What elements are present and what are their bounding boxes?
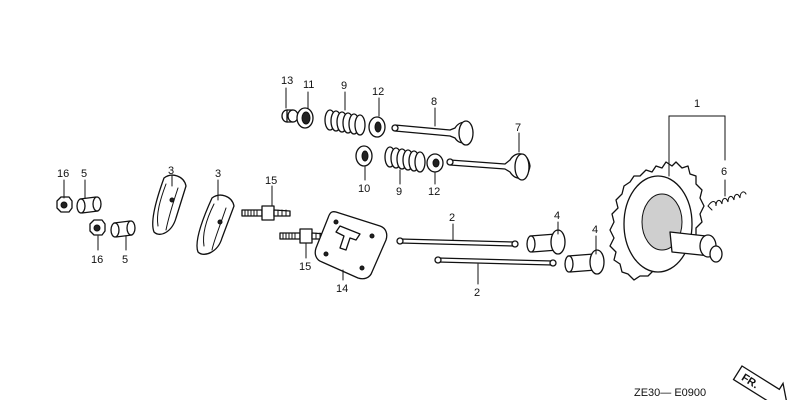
label-2-lower: 2	[474, 287, 480, 299]
label-14: 14	[336, 283, 348, 295]
label-15-upper: 15	[265, 175, 277, 187]
label-16-lower: 16	[91, 254, 103, 266]
diagram-code: ZE30— E0900	[634, 387, 706, 399]
fr-arrow-icon: FR.	[732, 365, 788, 400]
part-9-valve-spring-upper	[324, 109, 366, 136]
label-4-lower: 4	[592, 224, 598, 236]
label-3-left: 3	[168, 165, 174, 177]
label-10: 10	[358, 183, 370, 195]
label-8: 8	[431, 96, 437, 108]
part-6-spring	[707, 191, 747, 211]
part-16-nut-lower	[89, 219, 106, 236]
label-9-lower: 9	[396, 186, 402, 198]
label-12-lower: 12	[428, 186, 440, 198]
label-3-right: 3	[215, 168, 221, 180]
part-14-guide-plate	[314, 211, 388, 280]
part-2-push-rod-upper	[396, 237, 519, 248]
part-4-tappet-upper	[526, 229, 566, 255]
label-13: 13	[281, 75, 293, 87]
part-2-push-rod-lower	[434, 256, 557, 267]
label-12-upper: 12	[372, 86, 384, 98]
label-6: 6	[721, 166, 727, 178]
label-5-lower: 5	[122, 254, 128, 266]
label-2-upper: 2	[449, 212, 455, 224]
part-15-stud-upper	[241, 205, 291, 221]
leader-lines	[63, 87, 726, 285]
part-9-valve-spring-lower	[384, 146, 426, 173]
part-5-pivot-lower	[110, 220, 136, 238]
label-16-upper: 16	[57, 168, 69, 180]
part-7-valve	[446, 153, 531, 181]
label-11: 11	[303, 79, 314, 91]
part-12-retainer-upper	[368, 116, 386, 138]
part-5-pivot-upper	[76, 196, 102, 214]
label-4-upper: 4	[554, 210, 560, 222]
label-9-upper: 9	[341, 80, 347, 92]
part-8-valve	[391, 120, 474, 146]
part-1-camshaft	[609, 161, 723, 281]
label-1: 1	[694, 98, 700, 110]
part-3-rocker-arm-left	[152, 174, 187, 235]
label-15-lower: 15	[299, 261, 311, 273]
part-16-nut-upper	[56, 196, 73, 213]
part-11-spring-seat	[296, 107, 314, 129]
part-13-valve-cap	[281, 109, 299, 123]
part-3-rocker-arm-right	[196, 194, 235, 255]
part-12-retainer-lower	[426, 153, 444, 173]
label-5-upper: 5	[81, 168, 87, 180]
part-10-spring-seat	[355, 145, 373, 167]
part-4-tappet-lower	[564, 249, 605, 275]
label-7: 7	[515, 122, 521, 134]
